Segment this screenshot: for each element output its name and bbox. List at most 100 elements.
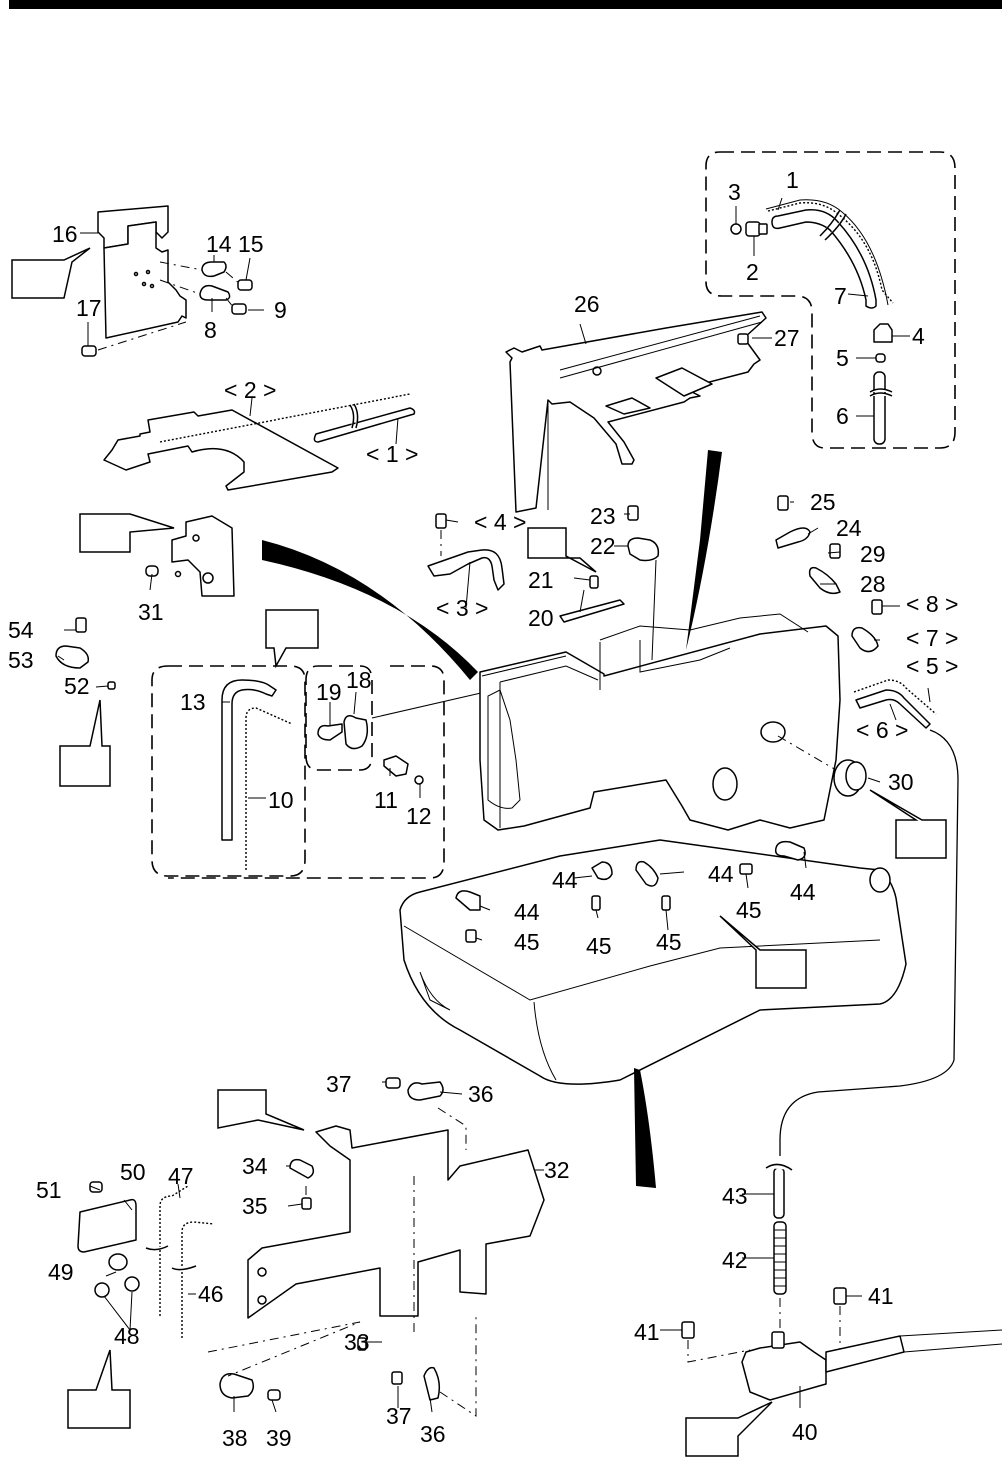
assembly-line (207, 1107, 477, 1417)
label-part-44a: 44 (514, 899, 540, 925)
label-part-48: 48 (114, 1323, 140, 1349)
label-part-38: 38 (222, 1425, 248, 1451)
part-13-hose (221, 679, 277, 841)
label-part-40: 40 (792, 1419, 818, 1445)
label-part-3: 3 (728, 179, 741, 205)
label-part-47: 47 (168, 1163, 194, 1189)
callout-box-34 (217, 1089, 305, 1131)
label-part-36b: 36 (420, 1421, 446, 1447)
label-part-5: 5 (836, 345, 849, 371)
part-35-screw (301, 1197, 312, 1210)
part-28-clamp (808, 566, 841, 595)
group-enclosure-hoses-10-13 (151, 665, 306, 877)
part-11-fitting (383, 755, 409, 777)
part-42-spring (773, 1221, 787, 1295)
subparts-5-6-hoses (853, 679, 937, 729)
part-48-collar-a (94, 1282, 110, 1298)
part-34-clamp (289, 1158, 315, 1179)
label-part-15: 15 (238, 231, 264, 257)
callout-box-21 (527, 527, 597, 573)
label-part-22: 22 (590, 533, 616, 559)
part-45-screw-b (591, 895, 601, 911)
label-part-10: 10 (268, 787, 294, 813)
part-8-clamp (199, 284, 231, 301)
label-part-50: 50 (120, 1159, 146, 1185)
part-17-screw (81, 345, 97, 357)
label-sub-2: < 2 > (224, 377, 276, 403)
label-part-34: 34 (242, 1153, 268, 1179)
label-sub-7: < 7 > (906, 625, 958, 651)
label-part-2: 2 (746, 259, 759, 285)
label-sub-1: < 1 > (366, 441, 418, 467)
part-39-screw (267, 1389, 281, 1401)
part-31-area-bracket (171, 515, 235, 597)
label-part-44c: 44 (708, 861, 734, 887)
hose-break-mark (145, 1245, 197, 1271)
part-44-clamp-c (635, 860, 659, 887)
callout-box-30 (869, 789, 947, 859)
part-9-screw (231, 303, 247, 315)
shim-plate-2 (103, 409, 339, 491)
part-36-clamp-a (407, 1081, 444, 1101)
subpart-8-screw (871, 599, 883, 615)
label-part-42: 42 (722, 1247, 748, 1273)
label-part-11: 11 (374, 787, 398, 813)
part-2-fitting (745, 221, 768, 237)
leader-18-to-head (371, 689, 495, 719)
subpart-3-bracket (427, 549, 505, 591)
direction-arrow-bed (634, 1068, 656, 1188)
label-part-17: 17 (76, 295, 102, 321)
part-30-grommet (833, 759, 867, 797)
part-10-hose-braided (245, 707, 293, 870)
label-part-8: 8 (204, 317, 217, 343)
part-7-hose (771, 209, 877, 309)
group-enclosure-11-12 (168, 665, 445, 879)
callout-box-16 (11, 247, 91, 299)
leader-lines (57, 197, 931, 1413)
label-part-4: 4 (912, 323, 925, 349)
label-part-26: 26 (574, 291, 600, 317)
part-5-collar (875, 353, 886, 363)
part-44-clamp-b (591, 861, 613, 881)
part-37-screw-b (391, 1371, 403, 1385)
part-44-clamp-a (455, 890, 481, 911)
callout-box-13 (265, 609, 319, 669)
direction-arrow-head (262, 540, 478, 680)
part-48-collar-b (124, 1276, 140, 1292)
label-part-12: 12 (406, 803, 432, 829)
part-49-collar (108, 1253, 128, 1271)
label-part-51: 51 (36, 1177, 62, 1203)
label-part-44b: 44 (552, 867, 578, 893)
hose-break-mark (819, 209, 847, 241)
part-41-screw-b (833, 1287, 847, 1305)
part-45-screw-c (661, 895, 671, 911)
callout-box-bed (719, 915, 807, 989)
hose-1 (313, 407, 416, 443)
label-part-31: 31 (138, 599, 164, 625)
label-part-30: 30 (888, 769, 914, 795)
label-part-7: 7 (834, 283, 847, 309)
part-23-screw (627, 505, 639, 521)
part-27-screw (737, 333, 749, 345)
part-25-screw (777, 495, 789, 511)
label-part-33: 33 (344, 1329, 370, 1355)
part-37-screw-a (385, 1077, 401, 1089)
group-enclosure-18-19 (305, 665, 373, 771)
label-part-54: 54 (8, 617, 34, 643)
assembly-line (777, 735, 837, 771)
cable-to-part-43 (779, 729, 959, 1156)
subassembly-labels: < 1 > < 2 > < 3 > < 4 > < 5 > < 6 > < 7 … (224, 377, 958, 743)
part-50-plate (77, 1198, 137, 1253)
part-54-screw (75, 617, 87, 633)
label-part-44d: 44 (790, 879, 816, 905)
part-19-screw (317, 723, 343, 741)
label-part-53: 53 (8, 647, 34, 673)
label-part-23: 23 (590, 503, 616, 529)
part-38-clamp (219, 1372, 255, 1399)
hose-2-braided (159, 393, 411, 443)
label-part-25: 25 (810, 489, 836, 515)
label-part-27: 27 (774, 325, 800, 351)
label-part-43: 43 (722, 1183, 748, 1209)
label-part-36a: 36 (468, 1081, 494, 1107)
